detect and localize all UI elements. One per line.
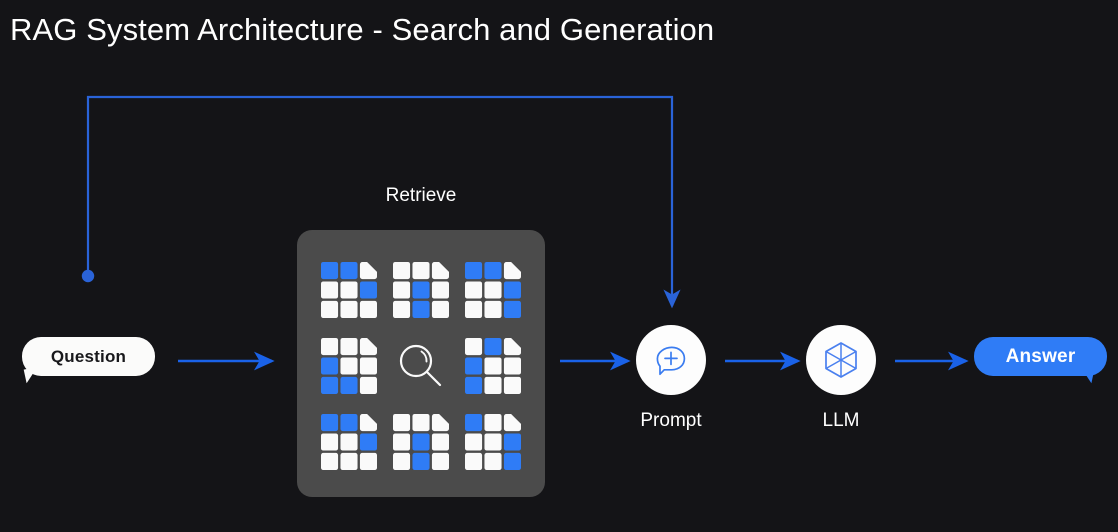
document-icon[interactable] — [457, 328, 529, 404]
search-icon[interactable] — [385, 328, 457, 404]
llm-label: LLM — [822, 410, 860, 431]
answer-bubble[interactable]: Answer — [974, 337, 1107, 376]
chat-plus-icon — [656, 346, 686, 376]
document-icon[interactable] — [313, 252, 385, 328]
document-icon[interactable] — [457, 404, 529, 480]
answer-label: Answer — [1005, 345, 1076, 367]
question-label: Question — [50, 346, 127, 366]
feedback-origin-dot — [81, 269, 95, 283]
retrieved-documents-grid — [313, 252, 529, 480]
hexagon-cube-icon — [825, 342, 857, 378]
document-icon[interactable] — [313, 328, 385, 404]
prompt-label: Prompt — [640, 410, 702, 431]
document-icon[interactable] — [385, 404, 457, 480]
document-icon[interactable] — [457, 252, 529, 328]
retrieve-label: Retrieve — [385, 185, 457, 206]
question-bubble[interactable]: Question — [22, 337, 155, 376]
llm-node[interactable] — [806, 325, 876, 395]
document-icon[interactable] — [385, 252, 457, 328]
prompt-node[interactable] — [636, 325, 706, 395]
document-icon[interactable] — [313, 404, 385, 480]
page-title: RAG System Architecture - Search and Gen… — [10, 12, 715, 47]
